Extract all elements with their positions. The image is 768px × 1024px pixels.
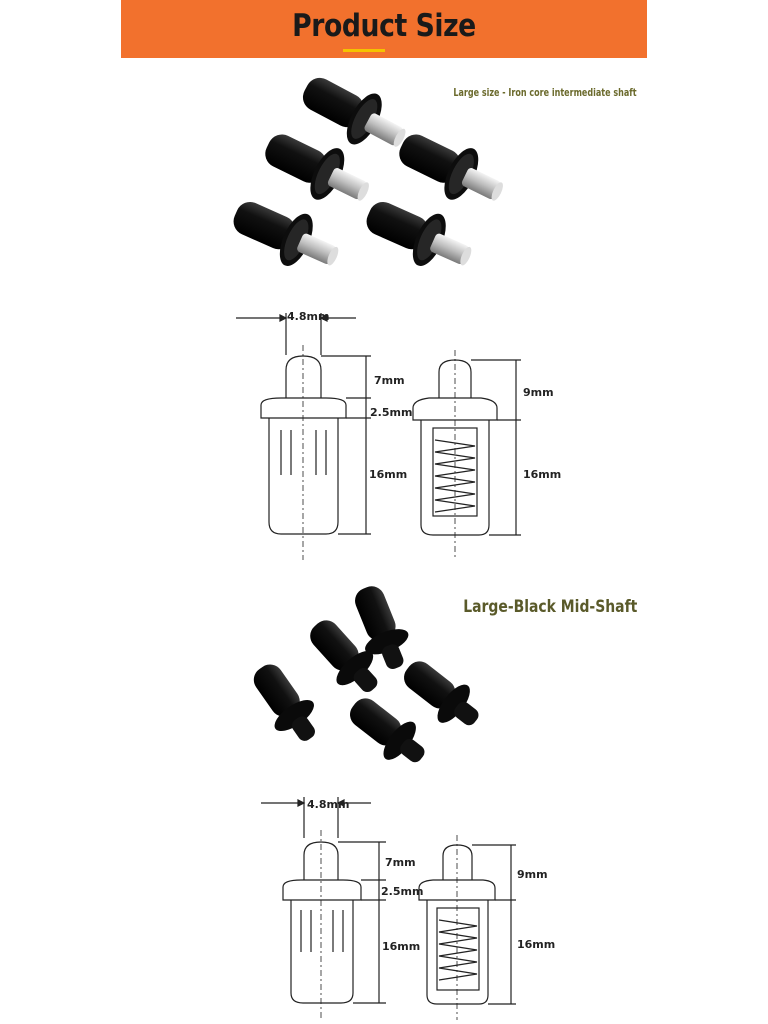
dim-right-top-1: 9mm <box>523 386 554 399</box>
dim-top-1: 7mm <box>374 374 405 387</box>
dim-right-body-2: 16mm <box>517 938 555 951</box>
dim-body-1: 16mm <box>369 468 407 481</box>
header-banner: Product Size <box>121 0 647 58</box>
dimension-diagram-2: 4.8mm 7mm 2.5mm 16mm 9mm 16mm <box>261 797 555 1020</box>
dim-right-body-1: 16mm <box>523 468 561 481</box>
dim-collar-2: 2.5mm <box>381 885 423 898</box>
title-underline <box>343 49 385 52</box>
dim-body-2: 16mm <box>382 940 420 953</box>
dimension-diagram-1: 4.8mm 7mm 2.5mm 16mm 9mm 16mm <box>236 310 561 560</box>
product-size-page: Product Size Large size - Iron core inte… <box>121 0 647 1024</box>
dim-top-2: 7mm <box>385 856 416 869</box>
dim-width-1: 4.8mm <box>287 310 329 323</box>
dim-width-2: 4.8mm <box>307 798 349 811</box>
caption-black-shaft: Large-Black Mid-Shaft <box>462 597 637 617</box>
page-title: Product Size <box>292 8 476 44</box>
dim-right-top-2: 9mm <box>517 868 548 881</box>
dim-collar-1: 2.5mm <box>370 406 412 419</box>
caption-iron-core: Large size - Iron core intermediate shaf… <box>453 87 637 99</box>
